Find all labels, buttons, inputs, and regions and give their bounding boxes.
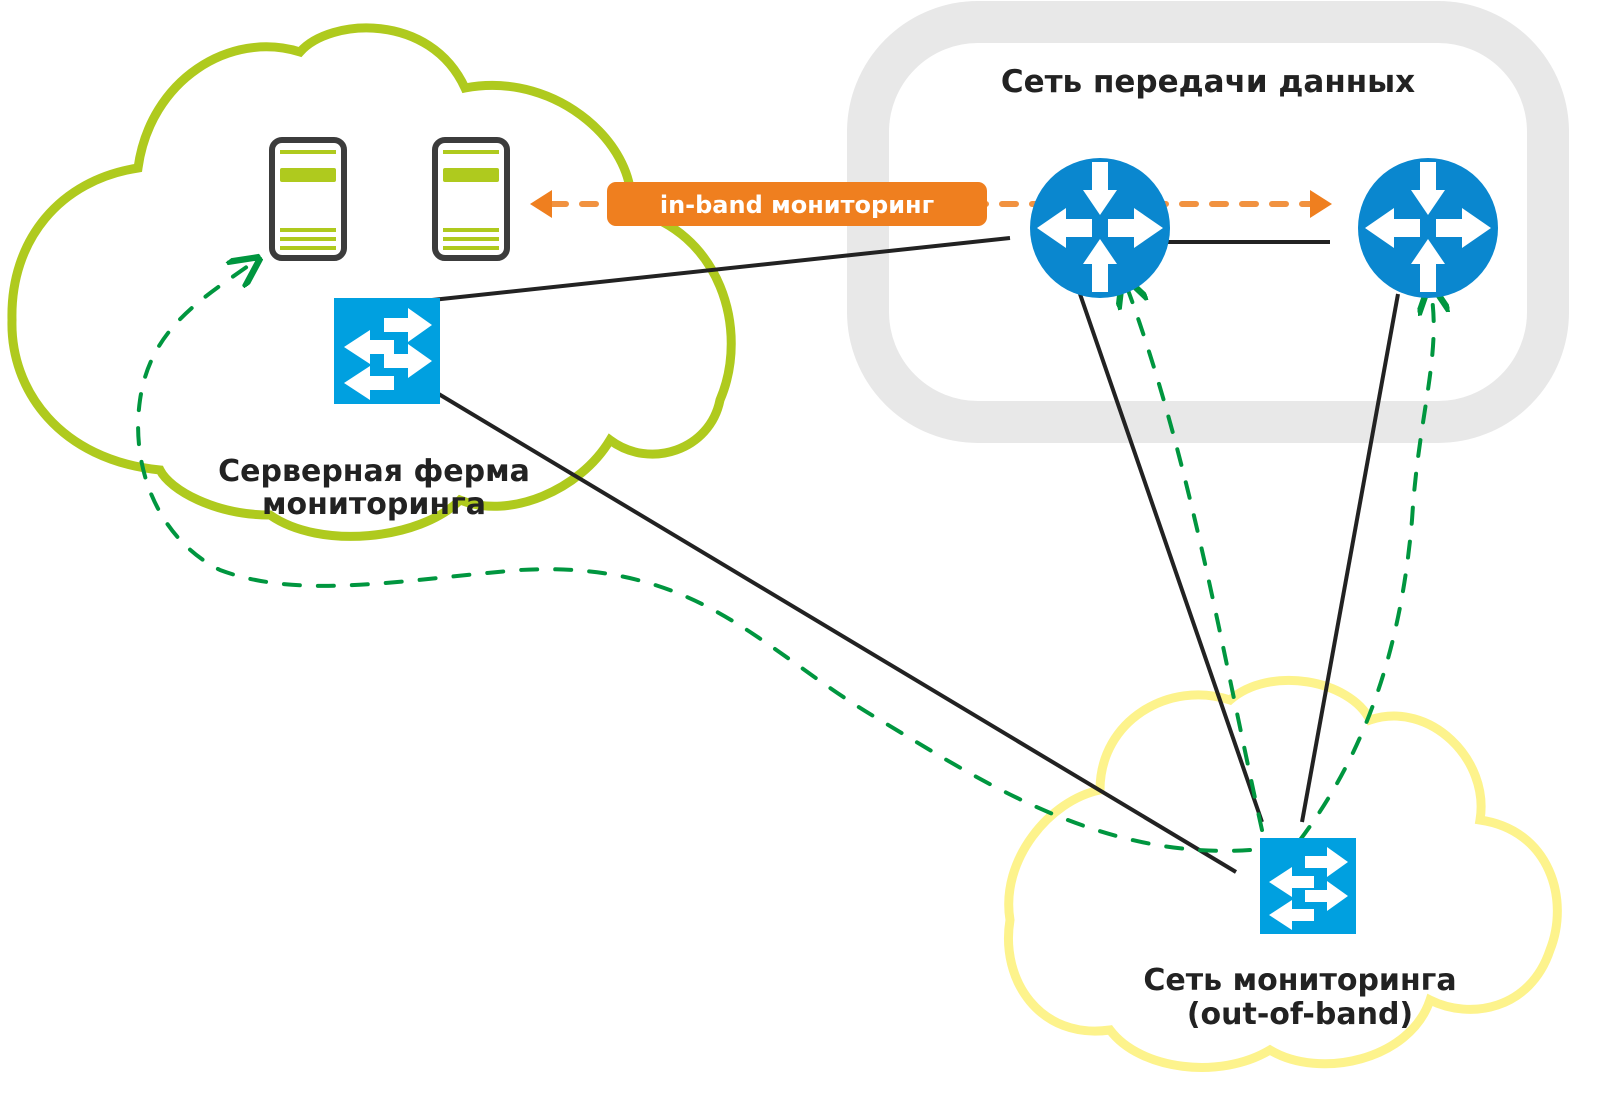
router-icon	[1358, 158, 1498, 298]
in-band-arrow-left-icon	[530, 190, 552, 218]
oob-path-to-server	[136, 266, 1252, 853]
in-band-badge	[607, 182, 987, 226]
monitoring-network-title-line2: (out-of-band)	[1187, 997, 1413, 1032]
oob-switch[interactable]	[1260, 838, 1356, 934]
in-band-arrow-right-icon	[1310, 190, 1332, 218]
server-1[interactable]	[269, 137, 347, 261]
monitoring-network-title-line1: Сеть мониторинга	[1143, 963, 1456, 998]
in-band-path: in-band мониторинг	[530, 182, 1332, 226]
router-1[interactable]	[1030, 158, 1170, 298]
in-band-badge-label: in-band мониторинг	[660, 191, 934, 219]
links	[430, 236, 1400, 874]
router-2[interactable]	[1358, 158, 1498, 298]
out-of-band-paths	[136, 266, 1434, 853]
router-icon	[1030, 158, 1170, 298]
server-farm-title-line2: мониторинга	[262, 487, 486, 522]
farm-switch[interactable]	[334, 298, 440, 404]
link-router1-oobswitch	[1078, 293, 1264, 823]
server-2[interactable]	[432, 137, 510, 261]
link-router2-oobswitch	[1300, 293, 1400, 823]
server-farm-cloud	[7, 23, 736, 541]
link-farmswitch-router1	[431, 236, 1011, 302]
link-farmswitch-oobswitch	[430, 388, 1238, 874]
server-farm-title-line1: Серверная ферма	[218, 454, 530, 489]
data-network-title: Сеть передачи данных	[1001, 64, 1415, 100]
oob-path-to-router1	[1128, 290, 1264, 832]
